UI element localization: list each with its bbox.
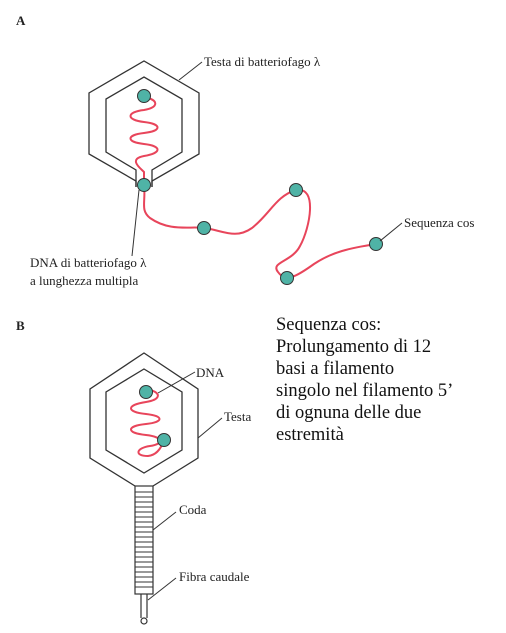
label-phage-head: Testa di batteriofago λ xyxy=(204,54,321,69)
tail-fiber xyxy=(140,594,148,618)
concatemeric-dna xyxy=(143,184,377,279)
note-line: di ognuna delle due xyxy=(276,403,422,423)
label-tail: Coda xyxy=(179,502,207,517)
phage-head-outer-b xyxy=(89,352,199,487)
label-dna-line2: a lunghezza multipla xyxy=(30,273,139,288)
cos-marker xyxy=(137,89,151,103)
leader-line xyxy=(379,222,403,242)
label-dna-line1: DNA di batteriofago λ xyxy=(30,255,147,270)
note-line: Sequenza cos: xyxy=(276,315,382,335)
note-line: basi a filamento xyxy=(276,359,395,379)
leader-line xyxy=(157,371,196,394)
tail-fiber-tip xyxy=(140,617,148,625)
leader-line xyxy=(147,577,177,601)
phage-head-inner-b xyxy=(105,368,183,474)
panel-label-b: B xyxy=(16,318,25,333)
phage-head-outer xyxy=(88,60,200,187)
cos-marker xyxy=(289,183,303,197)
leader-line xyxy=(131,189,140,257)
leader-line xyxy=(178,61,203,81)
label-tail-fiber: Fibra caudale xyxy=(179,569,250,584)
leader-line xyxy=(197,417,223,439)
note-line: singolo nel filamento 5’ xyxy=(276,381,454,401)
packaged-dna-b xyxy=(130,389,165,458)
cos-marker xyxy=(137,178,151,192)
cos-sequence-note: Sequenza cos: Prolungamento di 12 basi a… xyxy=(276,314,501,446)
panel-label-a: A xyxy=(16,13,26,28)
cos-marker xyxy=(197,221,211,235)
label-head: Testa xyxy=(224,409,251,424)
note-line: Prolungamento di 12 xyxy=(276,337,432,357)
cos-marker-b xyxy=(139,385,153,399)
packaged-dna xyxy=(129,96,159,185)
cos-marker xyxy=(369,237,383,251)
phage-head-inner xyxy=(105,76,183,187)
cos-marker-b xyxy=(157,433,171,447)
note-line: estremità xyxy=(276,425,344,445)
leader-line xyxy=(152,511,177,531)
tail-striations xyxy=(135,491,153,588)
label-cos-sequence: Sequenza cos xyxy=(404,215,474,230)
label-dna: DNA xyxy=(196,365,225,380)
cos-marker xyxy=(280,271,294,285)
